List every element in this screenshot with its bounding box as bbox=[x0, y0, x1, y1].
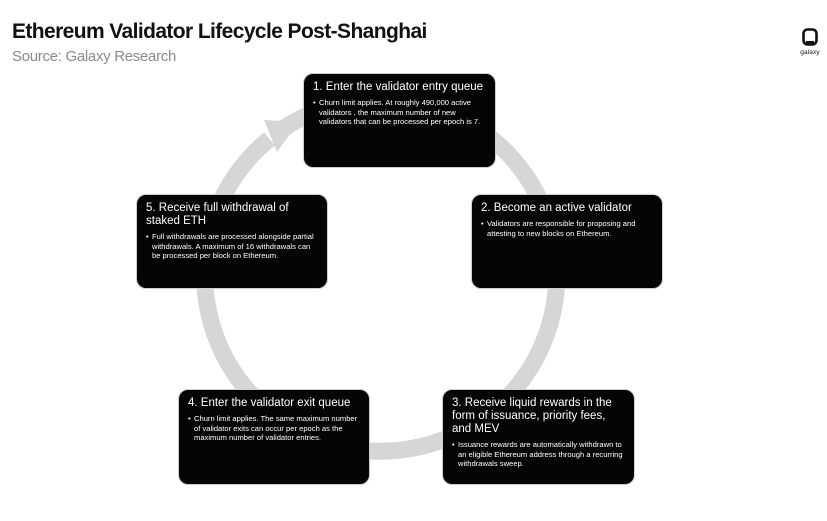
step-1-title: 1. Enter the validator entry queue bbox=[313, 81, 484, 93]
step-5-description: Full withdrawals are processed alongside… bbox=[146, 232, 318, 261]
lifecycle-ring-arrowhead bbox=[264, 120, 299, 152]
step-3-title: 3. Receive liquid rewards in the form of… bbox=[452, 397, 612, 435]
step-2-box: 2. Become an active validator Validators… bbox=[471, 194, 663, 289]
step-1-box: 1. Enter the validator entry queue Churn… bbox=[303, 73, 496, 168]
step-4-title: 4. Enter the validator exit queue bbox=[188, 397, 351, 409]
step-2-title: 2. Become an active validator bbox=[481, 202, 632, 214]
step-5-title: 5. Receive full withdrawal of staked ETH bbox=[146, 202, 289, 227]
step-3-box: 3. Receive liquid rewards in the form of… bbox=[442, 389, 635, 485]
page-title: Ethereum Validator Lifecycle Post-Shangh… bbox=[12, 20, 427, 43]
galaxy-logo-icon bbox=[802, 28, 818, 46]
step-4-description: Churn limit applies. The same maximum nu… bbox=[188, 414, 360, 443]
page-subtitle: Source: Galaxy Research bbox=[12, 48, 177, 65]
step-1-description: Churn limit applies. At roughly 490,000 … bbox=[313, 98, 486, 127]
step-4-box: 4. Enter the validator exit queue Churn … bbox=[178, 389, 370, 485]
step-2-description: Validators are responsible for proposing… bbox=[481, 219, 653, 238]
galaxy-logo-text: galaxy bbox=[800, 49, 820, 56]
galaxy-logo: galaxy bbox=[796, 28, 824, 64]
step-3-description: Issuance rewards are automatically withd… bbox=[452, 440, 625, 469]
step-5-box: 5. Receive full withdrawal of staked ETH… bbox=[136, 194, 328, 289]
